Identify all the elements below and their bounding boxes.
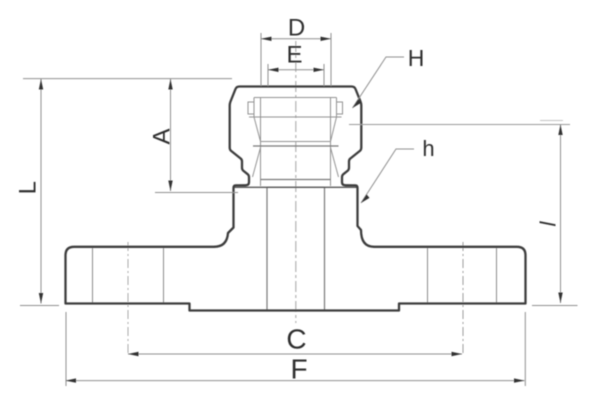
svg-text:E: E <box>286 41 302 68</box>
svg-text:l: l <box>536 220 561 226</box>
svg-text:A: A <box>149 128 176 144</box>
svg-text:L: L <box>15 181 42 194</box>
svg-text:h: h <box>422 136 434 161</box>
svg-text:H: H <box>408 45 425 71</box>
svg-text:F: F <box>290 354 307 385</box>
svg-text:C: C <box>286 324 306 355</box>
svg-text:D: D <box>288 15 305 42</box>
